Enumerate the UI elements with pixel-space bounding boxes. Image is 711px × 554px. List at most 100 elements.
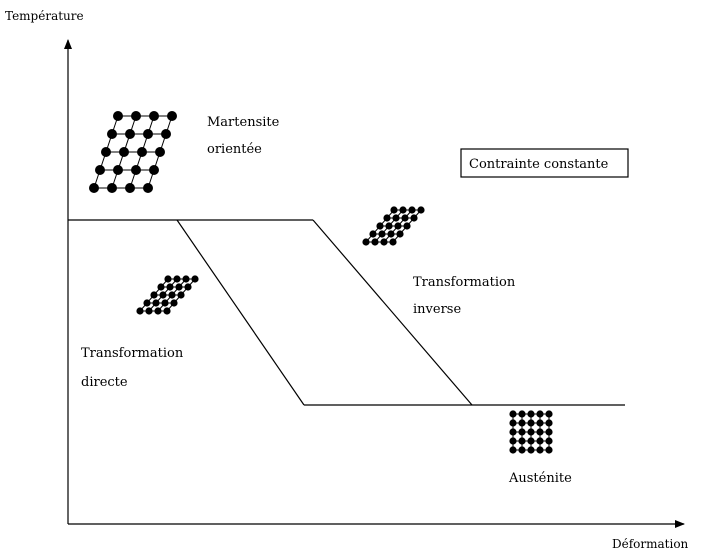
lattice-atom — [177, 291, 185, 299]
lattice-atom — [527, 428, 535, 436]
lattice-atom — [545, 437, 553, 445]
lattice-atom — [95, 165, 105, 175]
lattice-atom — [107, 129, 117, 139]
lattice-atom — [371, 238, 379, 246]
lattice-atom — [136, 307, 144, 315]
lattice-atom — [182, 275, 190, 283]
lattice-atom — [107, 183, 117, 193]
lattice-atom — [161, 129, 171, 139]
lattice-atom — [150, 291, 158, 299]
x-axis-label: Déformation — [612, 537, 689, 551]
lattice-atom — [545, 446, 553, 454]
martensite-lattice-icon — [89, 111, 177, 193]
lattice-atom — [518, 428, 526, 436]
lattice-atom — [137, 147, 147, 157]
lattice-atom — [527, 410, 535, 418]
lattice-atom — [191, 275, 199, 283]
lattice-atom — [131, 165, 141, 175]
lattice-atom — [399, 206, 407, 214]
lattice-atom — [527, 419, 535, 427]
lattice-atom — [113, 165, 123, 175]
lattice-atom — [380, 238, 388, 246]
inverse-label-line2: inverse — [413, 302, 461, 317]
lattice-atom — [155, 147, 165, 157]
lattice-atom — [536, 410, 544, 418]
lattice-atom — [509, 428, 517, 436]
martensite-label-line1: Martensite — [207, 115, 280, 130]
lattice-atom — [536, 419, 544, 427]
lattice-atom — [527, 446, 535, 454]
lattice-atom — [175, 283, 183, 291]
lattice-atom — [143, 183, 153, 193]
lattice-atom — [536, 428, 544, 436]
lattice-atom — [390, 206, 398, 214]
lattice-atom — [378, 230, 386, 238]
lattice-atom — [385, 222, 393, 230]
lattice-atom — [161, 299, 169, 307]
sheared-lattice-icon-inverse — [362, 206, 425, 246]
lattice-atom — [184, 283, 192, 291]
lattice-atom — [119, 147, 129, 157]
lattice-atom — [376, 222, 384, 230]
martensite-label-line2: orientée — [207, 142, 262, 157]
lattice-atom — [518, 419, 526, 427]
lattice-atom — [387, 230, 395, 238]
lattice-atom — [173, 275, 181, 283]
direct-label-line2: directe — [81, 375, 128, 390]
direct-transformation-line — [176, 219, 305, 406]
lattice-atom — [101, 147, 111, 157]
lattice-atom — [125, 129, 135, 139]
lattice-atom — [145, 307, 153, 315]
lattice-atom — [509, 446, 517, 454]
lattice-atom — [113, 111, 123, 121]
lattice-atom — [394, 222, 402, 230]
lattice-atom — [131, 111, 141, 121]
lattice-atom — [166, 283, 174, 291]
lattice-atom — [509, 410, 517, 418]
lattice-atom — [143, 129, 153, 139]
lattice-atom — [89, 183, 99, 193]
y-axis-label: Température — [5, 9, 84, 23]
lattice-atom — [536, 446, 544, 454]
lattice-atom — [417, 206, 425, 214]
lattice-atom — [527, 437, 535, 445]
lattice-atom — [545, 419, 553, 427]
lattice-atom — [170, 299, 178, 307]
austenite-label: Austénite — [508, 471, 572, 486]
lattice-atom — [369, 230, 377, 238]
inverse-label-line1: Transformation — [413, 275, 516, 290]
lattice-atom — [518, 446, 526, 454]
lattice-atom — [396, 230, 404, 238]
inverse-transformation-line — [312, 219, 473, 406]
lattice-atom — [383, 214, 391, 222]
austenite-lattice-icon — [509, 410, 553, 454]
lattice-atom — [509, 419, 517, 427]
lattice-atom — [154, 307, 162, 315]
lattice-atom — [163, 307, 171, 315]
lattice-atom — [410, 214, 418, 222]
lattice-atom — [408, 206, 416, 214]
lattice-atom — [159, 291, 167, 299]
lattice-atom — [545, 428, 553, 436]
lattice-atom — [168, 291, 176, 299]
lattice-atom — [509, 437, 517, 445]
lattice-atom — [157, 283, 165, 291]
lattice-atom — [152, 299, 160, 307]
direct-label-line1: Transformation — [81, 346, 184, 361]
stress-box-frame — [460, 148, 629, 178]
lattice-atom — [401, 214, 409, 222]
lattice-atom — [362, 238, 370, 246]
lattice-atom — [125, 183, 135, 193]
lattice-atom — [392, 214, 400, 222]
lattice-atom — [518, 437, 526, 445]
lattice-atom — [164, 275, 172, 283]
lattice-atom — [149, 111, 159, 121]
lattice-atom — [389, 238, 397, 246]
lattice-atom — [149, 165, 159, 175]
lattice-atom — [518, 410, 526, 418]
lattice-atom — [545, 410, 553, 418]
stress-box-label: Contrainte constante — [469, 157, 609, 172]
lattice-atom — [167, 111, 177, 121]
sheared-lattice-icon-direct — [136, 275, 199, 315]
